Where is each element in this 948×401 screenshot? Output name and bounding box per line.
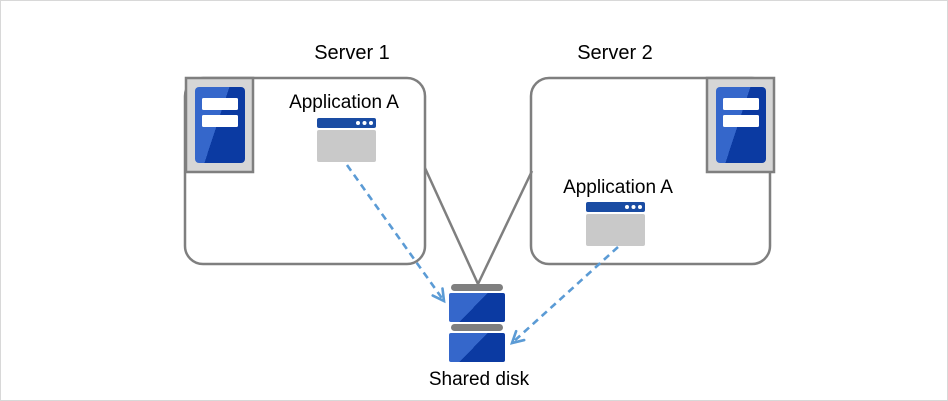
server-icon-slot <box>202 98 238 110</box>
connector-server1-disk <box>423 167 480 285</box>
server-icon-slot <box>202 115 238 127</box>
server2-label: Server 2 <box>577 42 653 64</box>
app-window-dot <box>625 205 629 209</box>
connector-server2-disk <box>476 170 534 285</box>
dashed-arrow-app1-disk <box>345 164 446 304</box>
disk-stack-icon <box>449 284 505 362</box>
app-window-titlebar <box>317 118 376 128</box>
server2-application-label: Application A <box>563 177 673 198</box>
server-icon-slot <box>723 98 759 110</box>
server1-group: Server 1 Application A <box>183 42 427 266</box>
app-window-icon <box>317 118 376 162</box>
app-window-body <box>317 130 376 162</box>
disk-cap <box>451 284 503 291</box>
server1-application-label: Application A <box>289 92 399 113</box>
disk-body <box>449 333 505 362</box>
shared-disk-label: Shared disk <box>429 369 530 390</box>
app-window-dot <box>362 121 367 125</box>
app-window-dot <box>638 205 642 209</box>
server-icon <box>184 76 255 174</box>
server1-label: Server 1 <box>314 42 390 64</box>
app-window-icon <box>586 202 645 246</box>
server-icon-slot <box>723 115 759 127</box>
app-window-dot <box>369 121 373 125</box>
server2-group: Server 2 Application A <box>529 42 776 266</box>
server-icon <box>705 76 776 174</box>
app-window-titlebar <box>586 202 645 212</box>
app-window-dot <box>356 121 360 125</box>
app-window-dot <box>631 205 636 209</box>
disk-body <box>449 293 505 322</box>
disk-cap <box>451 324 503 331</box>
app-window-body <box>586 214 645 246</box>
